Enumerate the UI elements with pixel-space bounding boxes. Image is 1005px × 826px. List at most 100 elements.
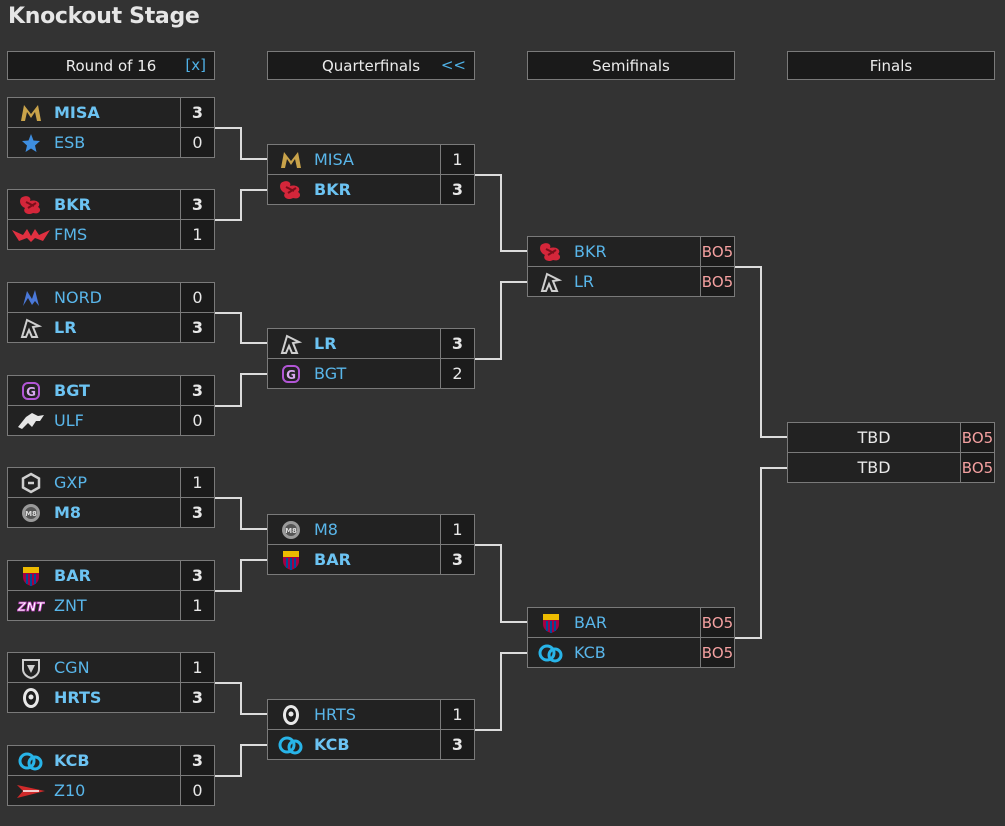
round-label: Quarterfinals bbox=[321, 56, 421, 75]
hrts-icon bbox=[268, 700, 314, 729]
svg-text:G: G bbox=[26, 385, 36, 399]
team-name[interactable]: BGT bbox=[54, 381, 90, 400]
nord-icon bbox=[8, 283, 54, 312]
team-row[interactable]: NORD 0 bbox=[7, 282, 215, 313]
team-score: BO5 bbox=[700, 267, 734, 296]
team-name[interactable]: M8 bbox=[314, 520, 338, 539]
team-name: TBD bbox=[857, 428, 891, 447]
team-row[interactable]: LR 3 bbox=[267, 328, 475, 359]
team-score: 2 bbox=[440, 359, 474, 388]
team-name[interactable]: Z10 bbox=[54, 781, 86, 800]
team-row[interactable]: FMS 1 bbox=[7, 220, 215, 250]
svg-text:M8: M8 bbox=[285, 527, 297, 535]
team-name[interactable]: CGN bbox=[54, 658, 90, 677]
team-row[interactable]: LR BO5 bbox=[527, 267, 735, 297]
team-name[interactable]: BKR bbox=[314, 180, 351, 199]
team-score: 1 bbox=[180, 220, 214, 249]
team-name[interactable]: KCB bbox=[54, 751, 90, 770]
team-name[interactable]: M8 bbox=[54, 503, 82, 522]
team-name[interactable]: BKR bbox=[54, 195, 91, 214]
svg-text:ZNT: ZNT bbox=[17, 600, 45, 614]
team-name[interactable]: BAR bbox=[574, 613, 608, 632]
team-name[interactable]: ESB bbox=[54, 133, 86, 152]
team-name[interactable]: ULF bbox=[54, 411, 84, 430]
round-label: Semifinals bbox=[592, 56, 670, 75]
team-name[interactable]: ZNT bbox=[54, 596, 87, 615]
collapse-toggle[interactable]: [x] bbox=[185, 56, 206, 74]
team-score: 1 bbox=[440, 700, 474, 729]
connector-line bbox=[475, 544, 527, 623]
team-name[interactable]: MISA bbox=[314, 150, 354, 169]
bkr-icon bbox=[8, 190, 54, 219]
team-name[interactable]: BGT bbox=[314, 364, 347, 383]
team-name[interactable]: GXP bbox=[54, 473, 88, 492]
team-row[interactable]: Z10 0 bbox=[7, 776, 215, 806]
connector-line bbox=[215, 189, 267, 221]
team-score: 0 bbox=[180, 776, 214, 805]
team-name[interactable]: HRTS bbox=[54, 688, 102, 707]
team-name[interactable]: BAR bbox=[314, 550, 351, 569]
team-name[interactable]: BAR bbox=[54, 566, 91, 585]
svg-text:M8: M8 bbox=[25, 510, 37, 518]
round-header-semifinals: Semifinals bbox=[527, 51, 735, 80]
bar-icon bbox=[528, 608, 574, 637]
expand-toggle[interactable]: << bbox=[440, 56, 466, 74]
misa-icon bbox=[8, 98, 54, 127]
team-score: 0 bbox=[180, 283, 214, 312]
team-row[interactable]: BAR 3 bbox=[267, 545, 475, 575]
team-name[interactable]: LR bbox=[54, 318, 77, 337]
team-name[interactable]: FMS bbox=[54, 225, 88, 244]
round-label: Finals bbox=[869, 56, 913, 75]
team-score: BO5 bbox=[960, 453, 994, 482]
page-title: Knockout Stage bbox=[8, 4, 200, 29]
lr-icon bbox=[8, 313, 54, 342]
kcb-icon bbox=[8, 746, 54, 775]
team-name[interactable]: KCB bbox=[314, 735, 350, 754]
team-score: 3 bbox=[440, 329, 474, 358]
team-name[interactable]: NORD bbox=[54, 288, 102, 307]
team-name[interactable]: HRTS bbox=[314, 705, 356, 724]
esb-icon bbox=[8, 128, 54, 157]
team-name[interactable]: MISA bbox=[54, 103, 100, 122]
team-name[interactable]: BKR bbox=[574, 242, 607, 261]
team-row[interactable]: HRTS 1 bbox=[267, 699, 475, 730]
team-name[interactable]: KCB bbox=[574, 643, 606, 662]
m8-icon: M8 bbox=[8, 498, 54, 527]
team-name[interactable]: LR bbox=[314, 334, 337, 353]
team-row[interactable]: LR 3 bbox=[7, 313, 215, 343]
round-header-quarterfinals: Quarterfinals << bbox=[267, 51, 475, 80]
m8-icon: M8 bbox=[268, 515, 314, 544]
lr-icon bbox=[528, 267, 574, 296]
team-score: 3 bbox=[180, 313, 214, 342]
team-name[interactable]: LR bbox=[574, 272, 595, 291]
team-score: 3 bbox=[440, 545, 474, 574]
